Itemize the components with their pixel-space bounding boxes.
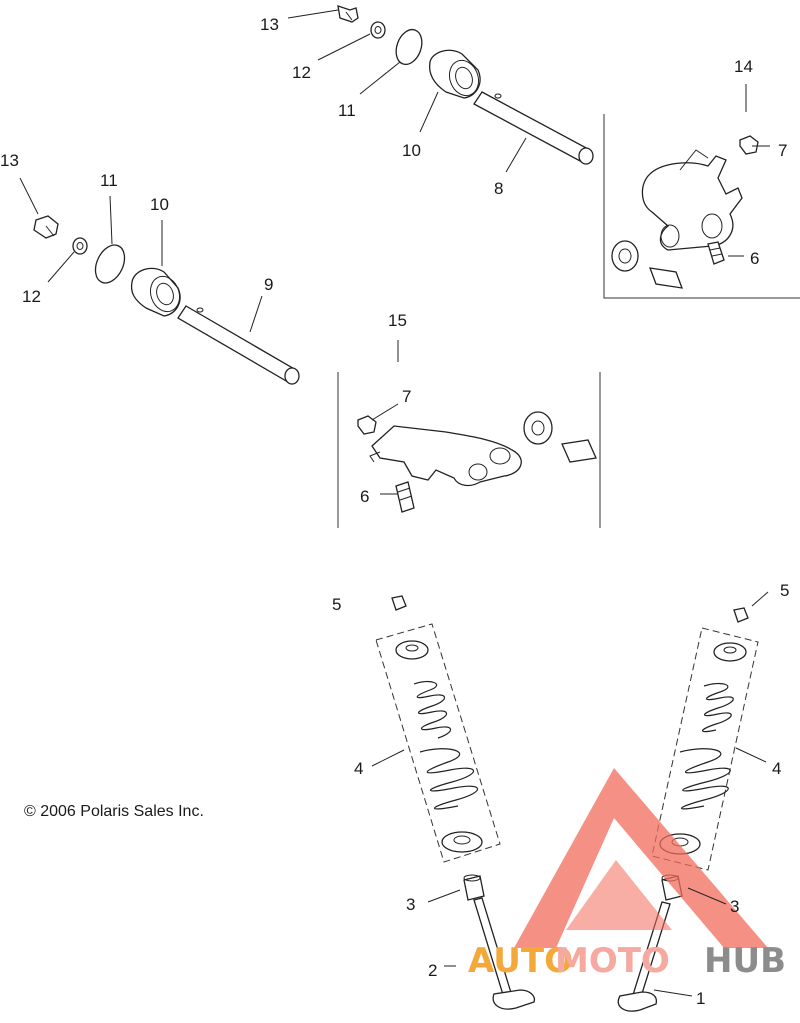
o-ring-11-left bbox=[94, 244, 126, 284]
callout-9: 9 bbox=[264, 275, 273, 294]
keeper-5-left bbox=[391, 595, 407, 611]
leader-lines bbox=[19, 9, 770, 997]
callout-7-center: 7 bbox=[402, 387, 411, 406]
retainer-right-top bbox=[713, 642, 747, 662]
rocker-arm-assembly-15 bbox=[337, 372, 601, 528]
inner-spring-right bbox=[701, 682, 734, 733]
outer-spring-left bbox=[419, 748, 478, 810]
watermark-triangle-logo bbox=[514, 768, 768, 948]
adjuster-6-right bbox=[707, 241, 725, 265]
callout-13-left: 13 bbox=[0, 151, 19, 170]
shaft-8 bbox=[473, 91, 594, 165]
callout-3-left: 3 bbox=[406, 895, 415, 914]
valve-seal-3-left bbox=[463, 874, 485, 901]
callout-13-upper: 13 bbox=[260, 15, 279, 34]
callout-7-right: 7 bbox=[778, 141, 787, 160]
callout-14: 14 bbox=[734, 57, 753, 76]
washer-12-upper bbox=[370, 21, 386, 39]
callout-8: 8 bbox=[494, 179, 503, 198]
valve-2 bbox=[473, 897, 536, 1010]
sleeve-center bbox=[561, 439, 597, 463]
watermark-text-auto: AUTO bbox=[468, 941, 573, 981]
rocker-arm-center bbox=[369, 425, 522, 487]
callout-15: 15 bbox=[388, 311, 407, 330]
callout-11-upper: 11 bbox=[338, 101, 356, 120]
callout-10-left: 10 bbox=[150, 195, 169, 214]
callout-4-right: 4 bbox=[772, 759, 781, 778]
nut-7-right bbox=[739, 135, 759, 155]
rocker-arm-right bbox=[641, 149, 743, 251]
outer-spring-right bbox=[679, 748, 731, 810]
callout-2: 2 bbox=[428, 961, 437, 980]
callout-6-center: 6 bbox=[360, 487, 369, 506]
callout-11-left: 11 bbox=[100, 171, 118, 190]
lower-rocker-shaft-group bbox=[33, 215, 300, 385]
callout-numbers: 13 12 11 10 8 14 7 6 13 11 10 12 9 15 7 … bbox=[0, 15, 789, 1008]
callout-3-right: 3 bbox=[730, 897, 739, 916]
bushing-center bbox=[523, 411, 553, 445]
sleeve-right bbox=[649, 267, 683, 289]
watermark-text-hub: HUB bbox=[704, 941, 786, 981]
bushing-right bbox=[611, 240, 639, 272]
callout-5-left: 5 bbox=[332, 595, 341, 614]
callout-12-upper: 12 bbox=[292, 63, 311, 82]
callout-12-left: 12 bbox=[22, 287, 41, 306]
callout-4-left: 4 bbox=[354, 759, 363, 778]
automotohub-watermark: AUTO MOTO HUB bbox=[468, 768, 786, 981]
inner-spring-left bbox=[413, 680, 452, 739]
bolt-13-left bbox=[33, 215, 59, 239]
keeper-5-right bbox=[733, 607, 749, 623]
cap-10-upper bbox=[428, 49, 481, 99]
shaft-9 bbox=[177, 305, 300, 385]
nut-7-center bbox=[357, 415, 377, 435]
callout-6-right: 6 bbox=[750, 249, 759, 268]
rocker-arm-assembly-14 bbox=[603, 114, 800, 299]
callout-1: 1 bbox=[696, 989, 705, 1008]
adjuster-6-center bbox=[395, 481, 415, 513]
retainer-left-top bbox=[395, 640, 429, 660]
o-ring-11-upper bbox=[395, 28, 423, 66]
spring-seat-left bbox=[441, 831, 483, 853]
callout-10-upper: 10 bbox=[402, 141, 421, 160]
copyright-notice: © 2006 Polaris Sales Inc. bbox=[24, 803, 204, 820]
washer-12-left bbox=[72, 237, 88, 255]
valve-spring-kit-left bbox=[375, 595, 536, 1010]
callout-5-right: 5 bbox=[780, 581, 789, 600]
cap-10-left bbox=[130, 267, 181, 317]
watermark-text-moto: MOTO bbox=[555, 941, 670, 981]
upper-rocker-shaft-group bbox=[337, 5, 594, 165]
bolt-13-upper bbox=[337, 5, 359, 23]
